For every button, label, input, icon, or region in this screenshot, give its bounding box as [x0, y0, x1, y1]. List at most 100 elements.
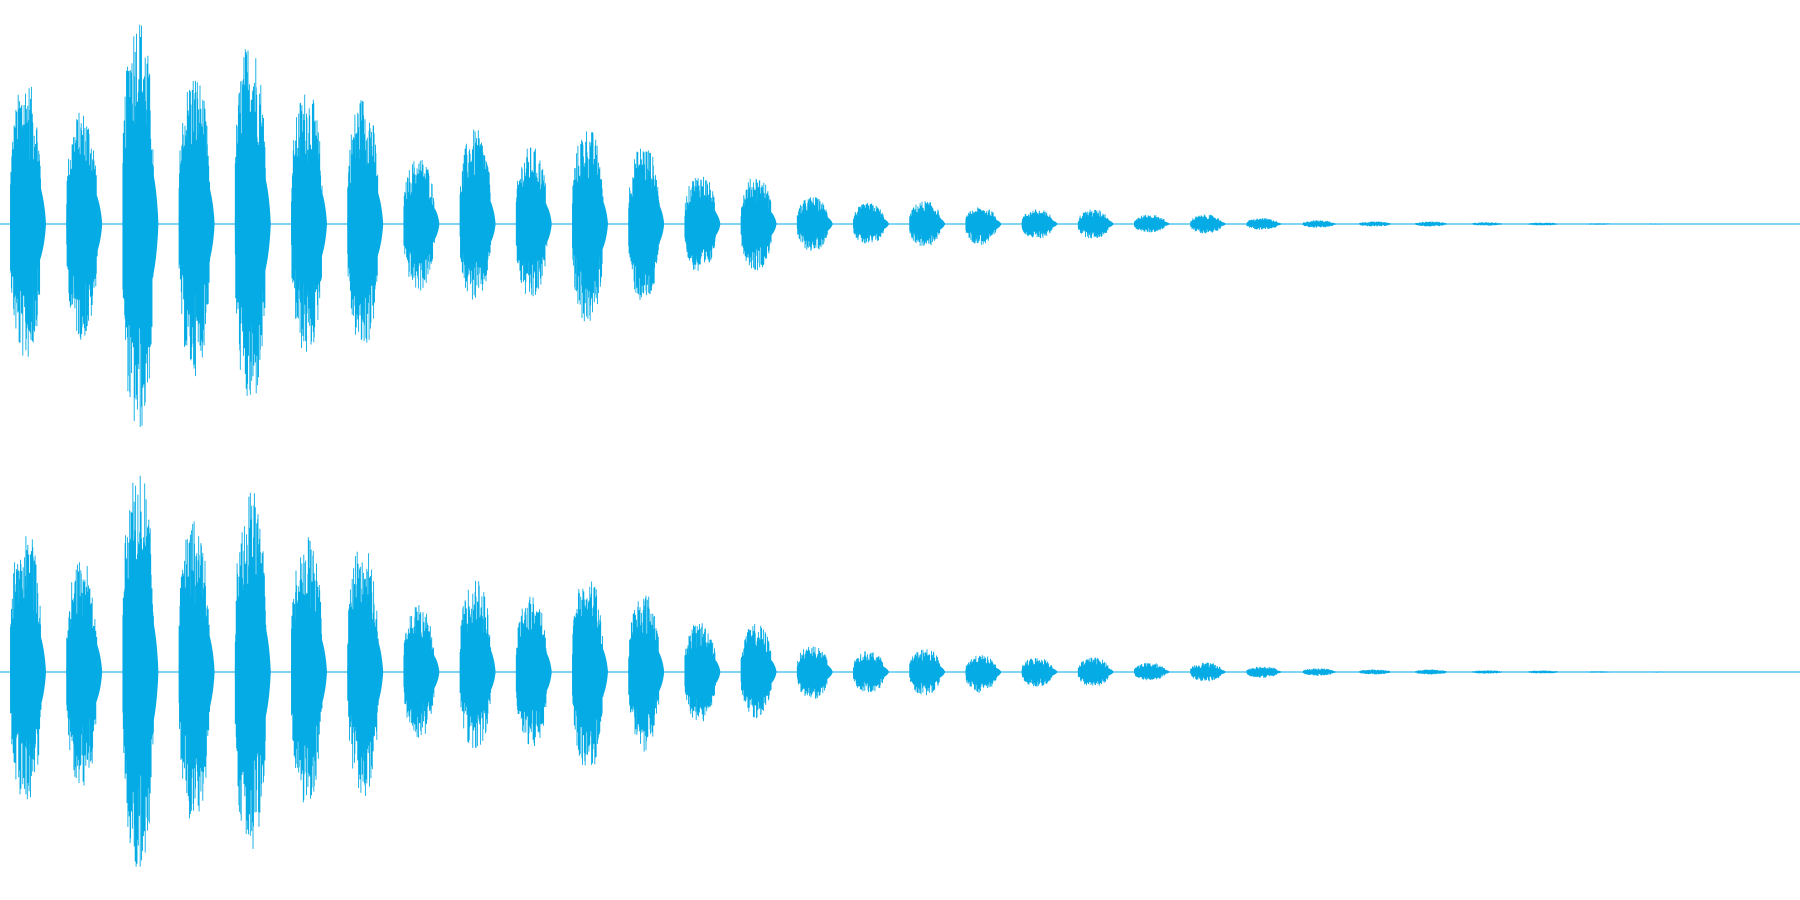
burst-samples [1415, 221, 1447, 227]
waveform-burst [909, 201, 946, 246]
burst-samples [347, 551, 379, 796]
burst-samples [1527, 222, 1559, 226]
burst-samples [1134, 214, 1166, 233]
burst-samples [122, 475, 154, 867]
burst-samples [1134, 662, 1166, 681]
burst-samples [1190, 662, 1222, 682]
waveform-burst [178, 80, 215, 377]
waveform-burst [459, 129, 496, 300]
burst-samples [1583, 223, 1616, 225]
burst-samples [1639, 223, 1672, 225]
waveform-burst [122, 475, 159, 867]
waveform-burst [515, 596, 552, 746]
waveform-burst [403, 605, 440, 738]
waveform-burst [572, 581, 608, 766]
burst-samples [965, 655, 997, 693]
burst-samples [403, 605, 435, 738]
waveform-burst [1639, 671, 1676, 673]
burst-samples [1471, 222, 1503, 226]
waveform-burst [122, 24, 159, 427]
waveform-burst [684, 623, 721, 722]
burst-samples [572, 131, 604, 322]
waveform-burst [1077, 657, 1114, 686]
waveform-burst [347, 551, 384, 796]
burst-samples [1639, 671, 1672, 673]
burst-samples [684, 623, 716, 722]
waveform-burst [10, 536, 46, 800]
burst-samples [66, 562, 98, 786]
burst-samples [178, 521, 211, 819]
waveform-burst [1190, 662, 1227, 682]
waveform-burst [796, 646, 833, 699]
burst-samples [347, 100, 379, 343]
burst-samples [909, 201, 941, 246]
burst-samples [572, 581, 604, 766]
waveform-burst [1246, 666, 1283, 678]
burst-samples [796, 197, 829, 251]
burst-samples [1415, 669, 1447, 675]
burst-samples [1302, 220, 1335, 228]
burst-samples [740, 178, 773, 271]
burst-samples [1246, 218, 1278, 230]
burst-samples [909, 649, 941, 696]
waveform-burst [965, 207, 1002, 245]
burst-samples [234, 49, 267, 396]
burst-samples [66, 112, 98, 340]
burst-samples [684, 176, 716, 271]
waveform-burst [234, 49, 271, 396]
waveform-burst [853, 651, 889, 693]
burst-samples [515, 596, 548, 746]
waveform-burst [740, 624, 777, 719]
burst-samples [1471, 670, 1503, 674]
waveform-burst [1415, 669, 1451, 675]
burst-samples [291, 537, 323, 803]
waveform-burst [1639, 223, 1676, 225]
burst-samples [1021, 658, 1054, 687]
burst-samples [234, 492, 267, 849]
burst-samples [515, 147, 548, 297]
waveform-burst [347, 100, 384, 343]
waveform-burst [1302, 220, 1339, 228]
waveform-burst [1583, 671, 1620, 673]
waveform-burst [1358, 221, 1395, 227]
waveform-burst [1471, 670, 1508, 674]
waveform-burst [1471, 222, 1508, 226]
waveform-burst [291, 94, 327, 352]
burst-samples [1021, 209, 1054, 239]
waveform-burst [1527, 222, 1564, 226]
waveform-burst [1134, 662, 1170, 681]
waveform-burst [1021, 209, 1058, 239]
waveform-burst [515, 147, 552, 297]
burst-samples [1077, 657, 1110, 686]
burst-samples [178, 80, 211, 377]
burst-samples [1077, 209, 1110, 239]
waveform-channel-1[interactable] [0, 24, 1800, 427]
burst-samples [853, 203, 885, 244]
burst-samples [403, 160, 435, 291]
waveform-burst [628, 595, 665, 752]
waveform-channel-2[interactable] [0, 475, 1800, 867]
burst-samples [1190, 214, 1222, 234]
waveform-burst [1077, 209, 1114, 239]
waveform-burst [1583, 223, 1620, 225]
waveform-burst [1302, 668, 1339, 676]
waveform-burst [965, 655, 1002, 693]
burst-samples [1358, 669, 1391, 675]
burst-samples [1358, 221, 1391, 227]
waveform-burst [1021, 658, 1058, 687]
waveform-burst [572, 131, 608, 322]
burst-samples [459, 129, 492, 300]
waveform-burst [459, 580, 496, 749]
waveform-burst [1246, 218, 1283, 230]
waveform-burst [66, 112, 103, 340]
burst-samples [1527, 670, 1559, 674]
burst-samples [1246, 666, 1278, 678]
waveform-burst [1134, 214, 1170, 233]
burst-samples [628, 595, 660, 752]
waveform-burst [684, 176, 721, 271]
waveform-burst [291, 537, 327, 803]
waveform-burst [1190, 214, 1227, 234]
waveform-burst [403, 160, 440, 291]
waveform-burst [178, 521, 215, 819]
